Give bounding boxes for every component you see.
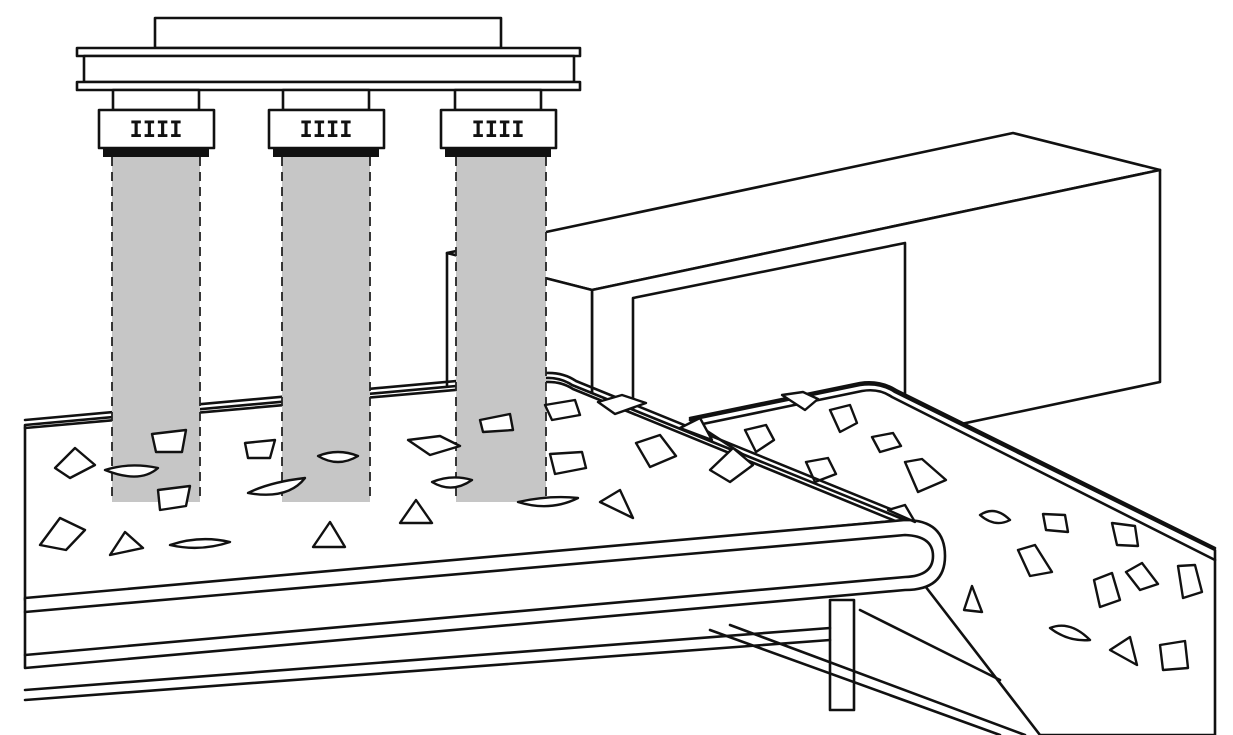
main-belt-chips [38,393,917,557]
sensor-beam [281,157,371,502]
sensor-beam [455,157,547,502]
sensor-mount-frame [75,16,582,92]
sensor-heads: IIII IIII IIII [97,88,558,157]
sensor-head-icon: IIII [267,88,386,157]
lower-conveyor-belt [688,381,1217,735]
lower-belt-chips [743,390,1204,672]
sensor-head-icon: IIII [97,88,216,157]
sensor-marking: IIII [300,118,353,143]
conveyor-support-frame [708,598,1027,735]
sensor-head-icon: IIII [439,88,558,157]
sensor-marking: IIII [130,118,183,143]
sensor-beams [111,157,547,502]
sensor-marking: IIII [472,118,525,143]
